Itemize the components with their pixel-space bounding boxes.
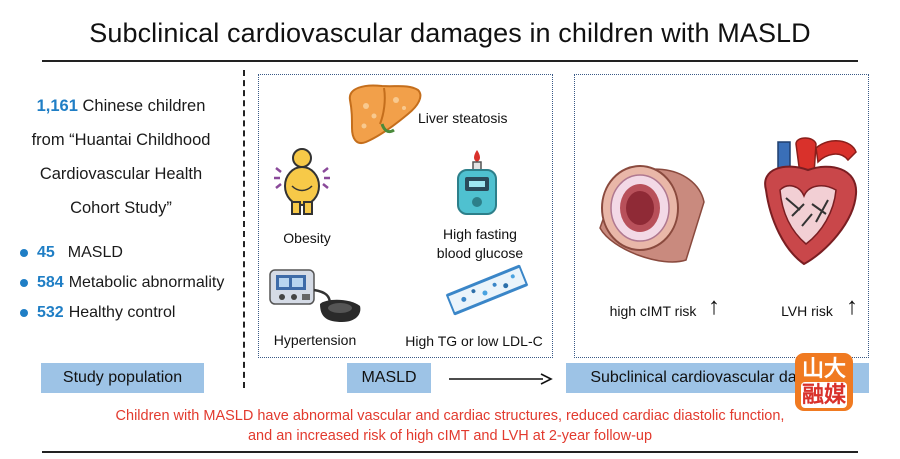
bullet-dot: [20, 249, 28, 257]
title-divider: [42, 60, 858, 62]
liver-icon: [344, 80, 424, 148]
glucose-meter-icon: [455, 150, 499, 216]
population-line-4: Cohort Study”: [70, 199, 172, 217]
masld-panel: [258, 74, 553, 358]
high-fasting-glucose-label: High fasting blood glucose: [436, 226, 524, 261]
high-cimt-risk-label: high cIMT risk: [609, 303, 697, 319]
lipid-vessel-icon: [444, 264, 530, 316]
liver-steatosis-label: Liver steatosis: [418, 110, 508, 126]
group-label: Metabolic abnormality: [68, 274, 225, 291]
group-count: 584: [37, 274, 64, 291]
masld-box: MASLD: [347, 363, 431, 393]
obesity-label: Obesity: [283, 230, 331, 246]
high-tg-low-ldl-label: High TG or low LDL-C: [405, 333, 543, 349]
page-title: Subclinical cardiovascular damages in ch…: [89, 18, 811, 48]
group-count: 45: [37, 244, 55, 261]
conclusion-line-2: and an increased risk of high cIMT and L…: [247, 428, 653, 444]
group-label: MASLD: [67, 244, 123, 261]
study-population-box: Study population: [41, 363, 204, 393]
conclusion-line-1: Children with MASLD have abnormal vascul…: [115, 408, 785, 424]
population-line-1: 1,161 Chinese children: [36, 97, 206, 115]
lvh-risk-label: LVH risk: [781, 303, 833, 319]
group-healthy-control: 532 Healthy control: [20, 304, 175, 322]
bullet-dot: [20, 279, 28, 287]
population-line-2: from “Huantai Childhood: [31, 131, 211, 149]
population-line-3: Cardiovascular Health: [39, 165, 203, 183]
population-description: 1,161 Chinese children from “Huantai Chi…: [10, 89, 232, 225]
watermark-logo: 山大 融媒: [795, 353, 853, 411]
blood-pressure-monitor-icon: [268, 264, 364, 324]
group-count: 532: [37, 304, 64, 321]
obesity-icon: [270, 146, 334, 216]
footer-divider: [42, 451, 858, 453]
bullet-dot: [20, 309, 28, 317]
artery-cross-section-icon: [592, 150, 712, 270]
right-arrow-icon: [449, 372, 553, 386]
hypertension-label: Hypertension: [273, 332, 357, 348]
population-count: 1,161: [36, 97, 78, 115]
group-masld: 45 MASLD: [20, 244, 123, 262]
up-arrow-icon: ↑: [846, 293, 858, 320]
heart-icon: [756, 134, 864, 268]
group-metabolic-abnormality: 584 Metabolic abnormality: [20, 274, 224, 292]
up-arrow-icon: ↑: [708, 293, 720, 320]
dashed-separator: [243, 70, 245, 388]
group-label: Healthy control: [68, 304, 176, 321]
